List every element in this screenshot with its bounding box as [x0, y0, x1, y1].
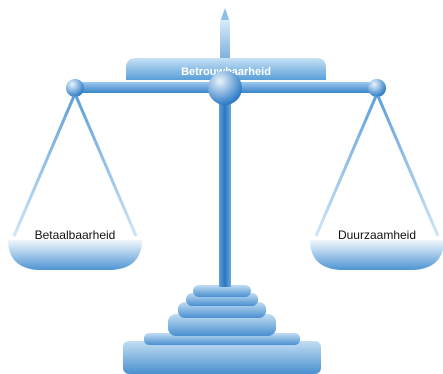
pole — [219, 8, 231, 287]
pivot-ball — [208, 71, 242, 105]
right-pan-label: Duurzaamheid — [338, 228, 416, 242]
left-end-ball — [66, 79, 84, 97]
right-pan: Duurzaamheid — [310, 228, 443, 270]
left-pan: Betaalbaarheid — [8, 228, 142, 270]
left-pan-label: Betaalbaarheid — [35, 228, 116, 242]
right-end-ball — [368, 79, 386, 97]
top-label-plate: Betrouwbaarheid — [126, 58, 326, 80]
left-pan-strings — [12, 95, 138, 237]
right-pan-strings — [314, 95, 440, 237]
base — [123, 285, 321, 374]
